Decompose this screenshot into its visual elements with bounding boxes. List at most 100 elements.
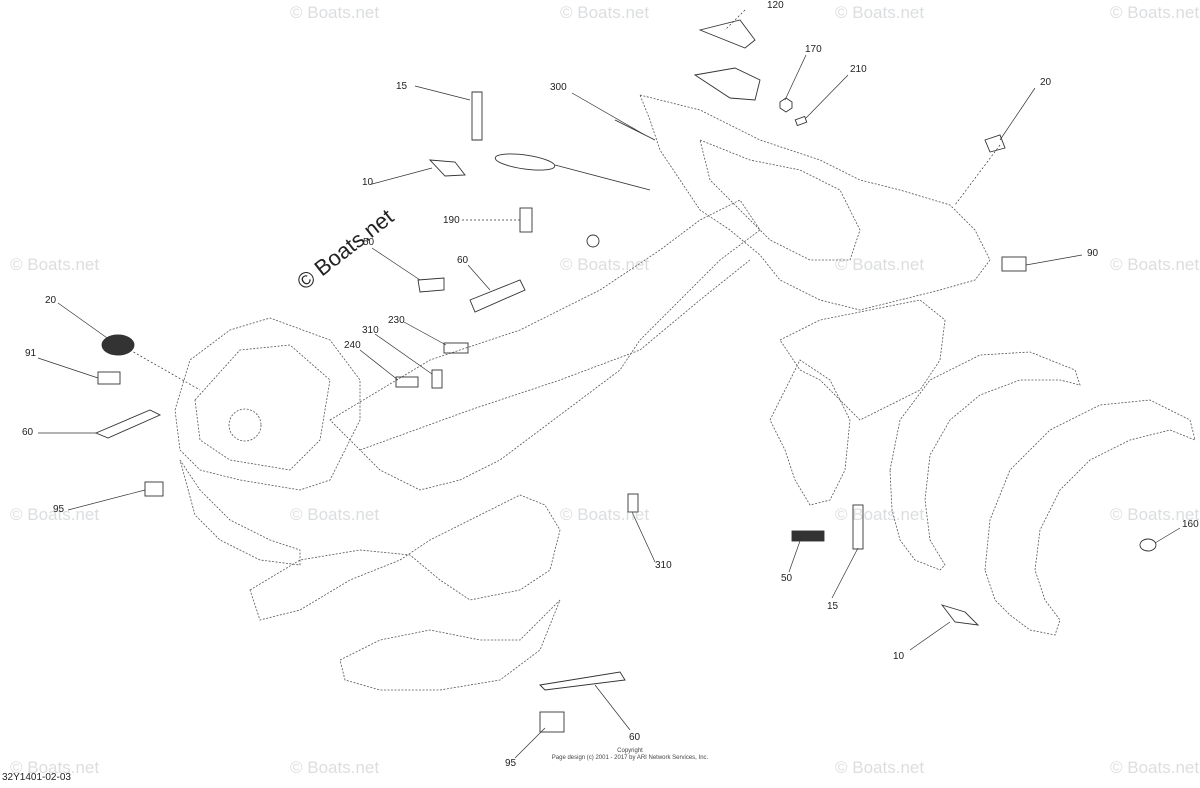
part-10-badge-right [940,604,980,626]
watermark: © Boats.net [835,505,925,524]
callout-240[interactable]: 240 [344,340,361,351]
watermark: © Boats.net [560,505,650,524]
callout-310-lower[interactable]: 310 [655,560,672,571]
part-310-decal-upper [431,369,443,389]
callout-190[interactable]: 190 [443,215,460,226]
part-300-cable [614,119,656,141]
part-60-stripe-mid [469,279,526,313]
rear-panel [779,299,946,421]
part-160-nut [1139,538,1157,552]
watermark: © Boats.net [560,255,650,274]
small-plug [586,234,600,248]
leader-310-lower [631,511,656,563]
leader-50-right [788,540,801,573]
callout-90[interactable]: 90 [1087,248,1099,259]
callout-60-bottom[interactable]: 60 [629,732,641,743]
callout-50-left[interactable]: 50 [363,237,375,248]
callout-50-right[interactable]: 50 [781,573,793,584]
watermark: © Boats.net [10,758,100,777]
rear-panel-drop [769,359,851,506]
part-95-decal [144,481,164,497]
part-230-decal [443,342,469,354]
leader-15-right [831,547,859,599]
callout-170[interactable]: 170 [805,44,822,55]
leader-60-mid [467,264,491,291]
watermark: © Boats.net [1110,758,1200,777]
callout-15-right[interactable]: 15 [827,601,839,612]
callout-91[interactable]: 91 [25,348,37,359]
grip [494,153,556,171]
callout-95-bottom[interactable]: 95 [505,758,517,769]
leader-90 [1025,254,1083,266]
leader-310 [374,333,433,375]
watermark: © Boats.net [290,505,380,524]
watermark: © Boats.net [1110,505,1200,524]
watermark: © Boats.net [10,255,100,274]
leader-20-right [999,87,1036,141]
part-210-plug [794,115,808,127]
watermark: © Boats.net [560,3,650,22]
callout-10-left[interactable]: 10 [362,177,374,188]
leader-10-right [909,621,951,651]
watermark: © Boats.net [290,3,380,22]
fascia-lower [339,599,561,691]
leader-240 [359,349,399,381]
part-10-badge [428,159,466,177]
callout-20-left[interactable]: 20 [45,295,57,306]
front-bumper [179,459,301,566]
callout-160[interactable]: 160 [1182,519,1199,530]
part-15-decal [471,91,483,141]
part-190-decal [519,207,533,233]
leader-210 [805,74,849,119]
watermark: © Boats.net [1110,3,1200,22]
part-50-decal-left [417,277,445,293]
callout-120-top[interactable]: 120 [767,0,784,11]
leader-10 [371,167,433,185]
callout-60-left[interactable]: 60 [22,427,34,438]
callout-20-right[interactable]: 20 [1040,77,1052,88]
callout-310-upper[interactable]: 310 [362,325,379,336]
console-inner [699,139,861,261]
throttle-cable [554,164,651,191]
part-15-decal-right [852,504,864,550]
leader-120 [724,9,746,31]
leader-20-right-b [954,144,1001,206]
part-90-decal [1001,256,1027,272]
callout-210[interactable]: 210 [850,64,867,75]
copyright-line-2: Page design (c) 2001 - 2017 by ARI Netwo… [551,755,709,761]
frame-tunnel [329,199,761,491]
callout-10-right[interactable]: 10 [893,651,905,662]
part-120-decal-lower [693,67,761,101]
drawing-id: 32Y1401-02-03 [2,772,71,783]
front-fascia [249,494,561,621]
part-120-decal [698,19,756,49]
callout-60-mid[interactable]: 60 [457,255,469,266]
callout-15-top[interactable]: 15 [396,81,408,92]
part-50-decal-right [791,530,825,542]
leader-230 [403,321,447,346]
copyright-notice: Copyright Page design (c) 2001 - 2017 by… [520,748,740,762]
callout-300[interactable]: 300 [550,82,567,93]
leader-95-bottom [514,727,546,759]
leader-160 [1154,527,1181,544]
callout-230[interactable]: 230 [388,315,405,326]
leader-300 [571,92,646,136]
watermark: © Boats.net [10,505,100,524]
watermark: © Boats.net [835,758,925,777]
part-60-stripe-left [94,409,162,439]
part-91-decal [97,371,121,385]
watermark: © Boats.net [1110,255,1200,274]
callout-95[interactable]: 95 [53,504,65,515]
front-hood [174,317,361,491]
hood-vent [194,344,331,471]
leader-60-bottom [594,684,631,731]
part-95-decal-bottom [539,711,565,733]
leader-20-left [57,302,111,341]
leader-50 [371,247,421,281]
hood-emblem [228,408,262,442]
leader-20-left-b [129,349,201,391]
watermark: © Boats.net [290,758,380,777]
part-60-stripe-bottom [539,671,626,691]
leader-15 [414,85,471,101]
